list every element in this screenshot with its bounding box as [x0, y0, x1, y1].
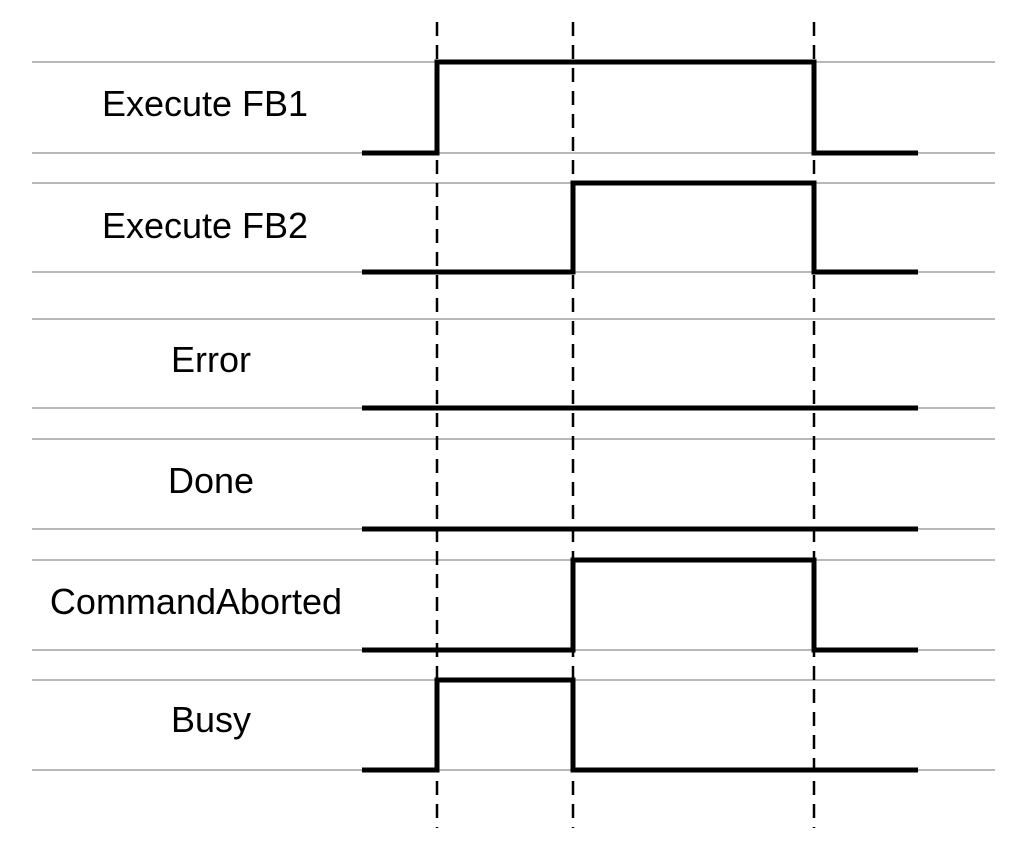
rails-layer: [32, 61, 995, 771]
signal-label-busy: Busy: [171, 699, 251, 740]
waveform-execute-fb1: [362, 59, 918, 156]
signal-label-execute-fb2: Execute FB2: [102, 205, 308, 246]
signal-label-error: Error: [171, 339, 251, 380]
waveforms: [362, 59, 918, 773]
waveform-commandaborted: [362, 557, 918, 653]
signal-labels: Execute FB1 Execute FB2 Error Done Comma…: [50, 83, 342, 740]
waveform-execute-fb2: [362, 180, 918, 275]
time-markers: [435, 22, 816, 828]
signal-label-command-aborted: CommandAborted: [50, 581, 342, 622]
signal-label-done: Done: [168, 460, 254, 501]
signal-label-execute-fb1: Execute FB1: [102, 83, 308, 124]
waveform-busy: [362, 677, 918, 773]
